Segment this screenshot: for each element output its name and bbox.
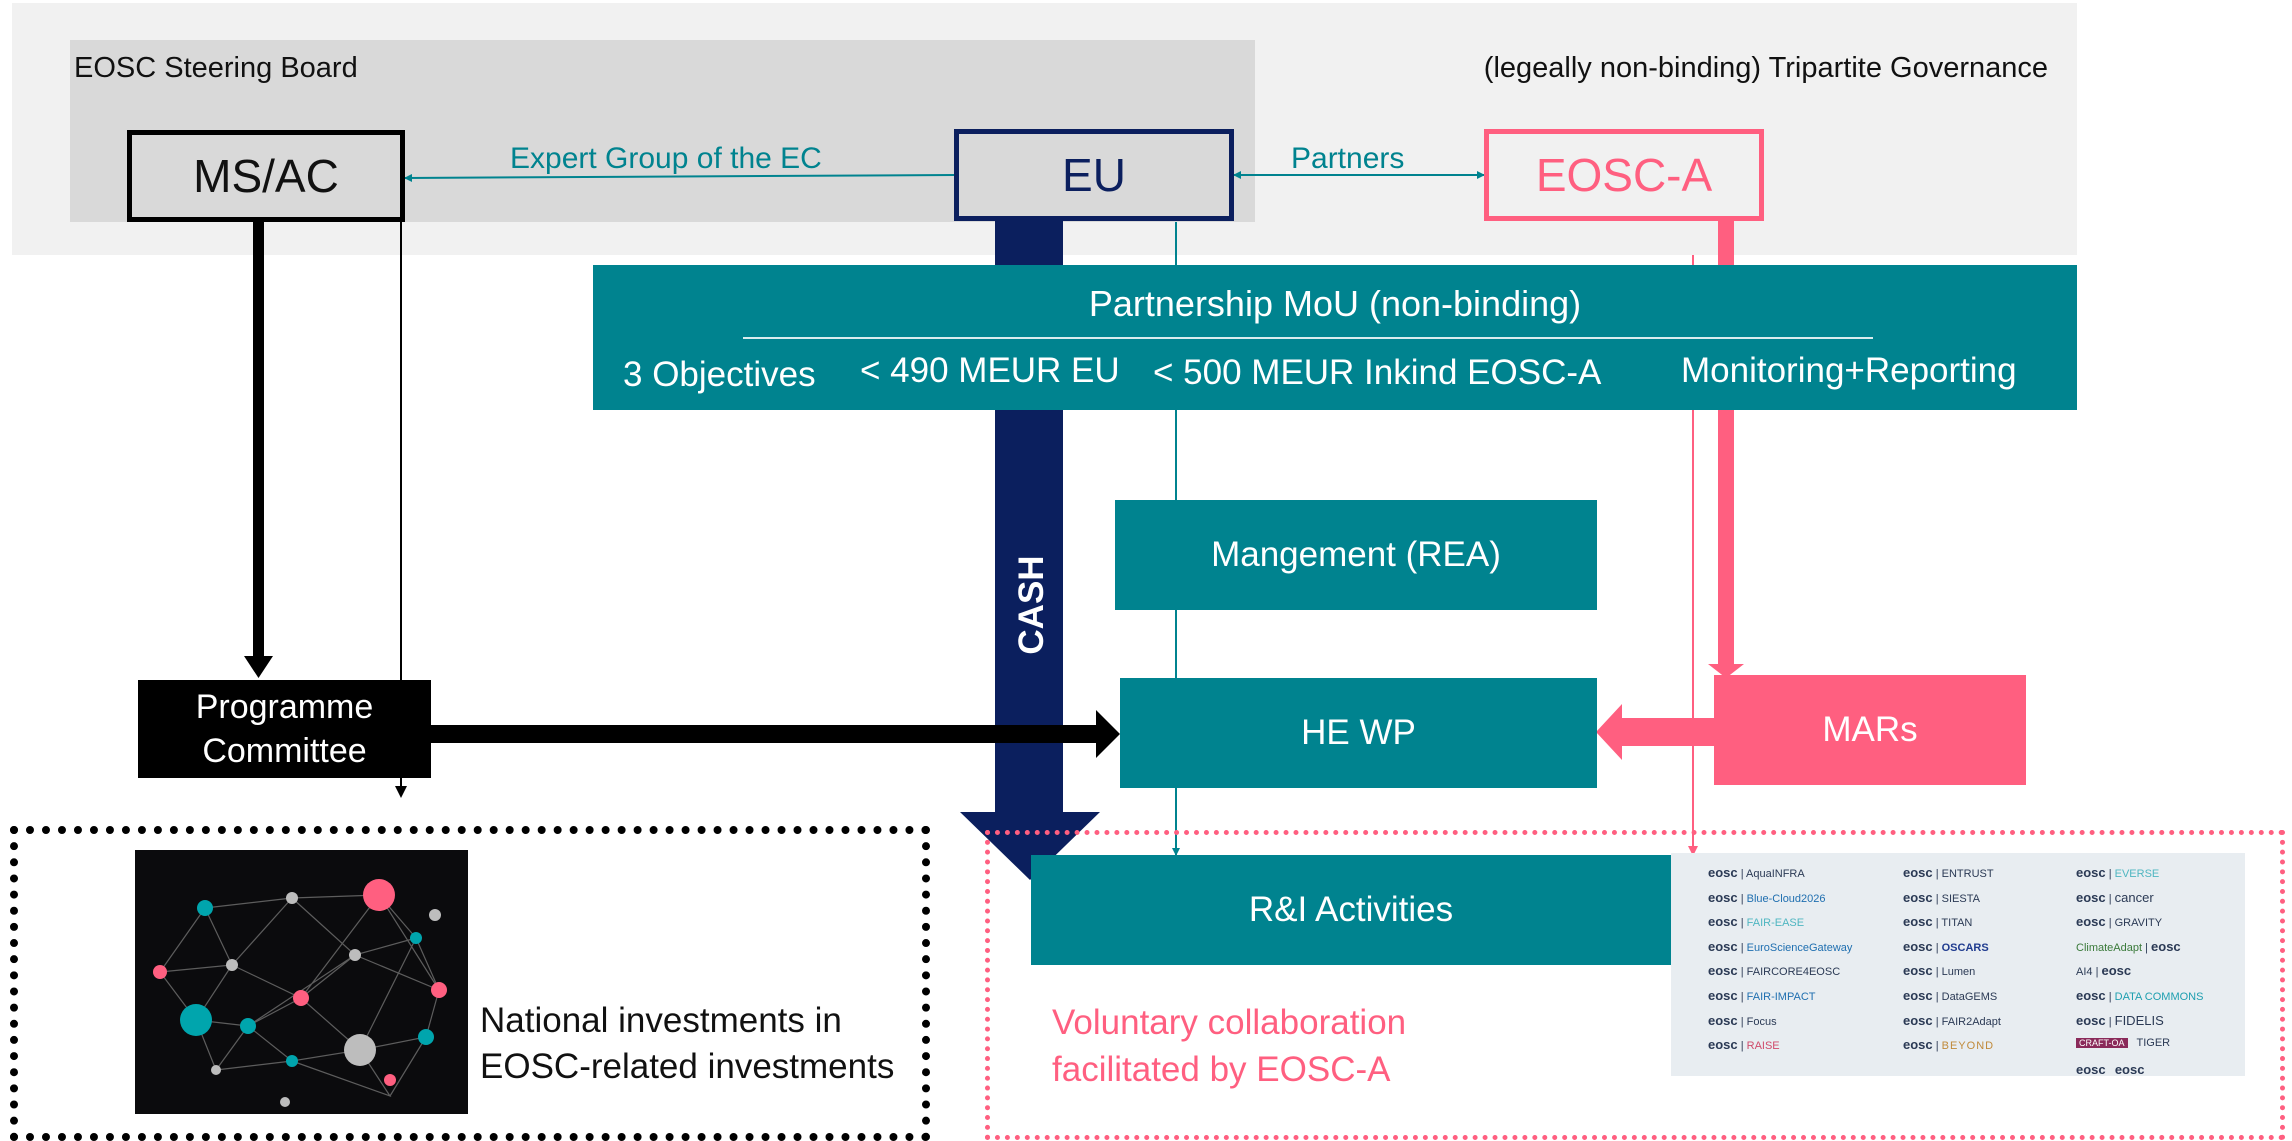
management-rea-label: Mangement (REA) <box>1211 535 1501 574</box>
partnership-eosc-inkind: < 500 MEUR Inkind EOSC-A <box>1153 353 1602 392</box>
project-logo: eosc | GRAVITY <box>2076 914 2163 930</box>
cash-label: CASH <box>1012 555 1051 655</box>
partners-label: Partners <box>1291 142 1405 175</box>
project-logos-panel: eosc | AquaINFRA eosc | Blue-Cloud2026 e… <box>1671 853 2245 1077</box>
project-logo: eosc | FIDELIS <box>2076 1012 2164 1028</box>
mars-to-hewp-arrow <box>1596 704 1622 760</box>
projects-column-1: eosc | AquaINFRA eosc | Blue-Cloud2026 e… <box>1708 865 1852 1062</box>
project-logo: eosc | Focus <box>1708 1012 1777 1028</box>
partnership-eu-budget: < 490 MEUR EU <box>860 351 1120 390</box>
management-rea-box: Mangement (REA) <box>1115 500 1597 610</box>
project-logo: eosc | cancer <box>2076 889 2154 905</box>
project-logo: eosc | RAISE <box>1708 1037 1780 1053</box>
partnership-divider <box>743 337 1873 339</box>
project-logo: eosc | TITAN <box>1903 914 1973 930</box>
project-logo: eosc | AquaINFRA <box>1708 865 1805 880</box>
project-logo: eosc | SIESTA <box>1903 889 1980 905</box>
he-wp-box: HE WP <box>1120 678 1597 788</box>
network-image <box>135 850 468 1114</box>
project-logo: eosc | Lumen <box>1903 963 1976 979</box>
eosc-a-label: EOSC-A <box>1535 149 1713 201</box>
partnership-mou-bar: Partnership MoU (non-binding) 3 Objectiv… <box>593 265 2077 410</box>
eosc-a-node: EOSC-A <box>1484 129 1764 221</box>
project-logo: eosc | FAIR2Adapt <box>1903 1012 2001 1028</box>
project-logo: eosc | BEYOND <box>1903 1037 1995 1053</box>
programme-committee-box: Programme Committee <box>138 680 431 778</box>
projects-column-3: eosc | EVERSE eosc | cancer eosc | GRAVI… <box>2076 865 2203 1082</box>
eu-node: EU <box>954 129 1234 221</box>
project-logo: CRAFT-OA TIGER <box>2076 1037 2203 1062</box>
mars-box: MARs <box>1714 675 2026 785</box>
ri-activities-label: R&I Activities <box>1248 890 1454 929</box>
project-logo: eosc | DataGEMS <box>1903 987 1998 1003</box>
project-logo: ClimateAdapt | eosc <box>2076 938 2181 954</box>
ms-ac-label: MS/AC <box>193 150 339 202</box>
programme-to-hewp-arrow <box>1096 710 1120 758</box>
national-investments-text: National investments in EOSC-related inv… <box>480 1001 895 1087</box>
project-logo: eosc | Blue-Cloud2026 <box>1708 889 1826 905</box>
tripartite-governance-label: (legeally non-binding) Tripartite Govern… <box>1483 52 2048 84</box>
expert-group-label: Expert Group of the EC <box>510 142 822 175</box>
project-logo: eosc | FAIR-EASE <box>1708 914 1805 930</box>
project-logo: eosc | FAIRCORE4EOSC <box>1708 963 1841 979</box>
project-logo: eosc | EVERSE <box>2076 865 2160 880</box>
project-logo: eosc | EuroScienceGateway <box>1708 938 1853 954</box>
project-logo: AI4 | eosc <box>2076 963 2132 979</box>
project-logo: eosc | OSCARS <box>1903 938 1989 954</box>
expert-group-arrow <box>404 173 955 182</box>
national-investments-container <box>10 826 930 1141</box>
project-logo: eosc eosc <box>2076 1061 2145 1077</box>
projects-column-2: eosc | ENTRUST eosc | SIESTA eosc | TITA… <box>1903 865 2001 1062</box>
steering-board-label: EOSC Steering Board <box>74 52 358 84</box>
partnership-monitoring: Monitoring+Reporting <box>1681 351 2017 390</box>
partnership-title: Partnership MoU (non-binding) <box>1088 283 1582 324</box>
eosc-a-to-mars-head <box>1708 664 1744 678</box>
ms-ac-to-programme-arrow <box>244 656 273 678</box>
he-wp-label: HE WP <box>1301 713 1416 752</box>
mars-label: MARs <box>1822 710 1918 749</box>
project-logo: eosc | FAIR-IMPACT <box>1708 987 1816 1003</box>
voluntary-collaboration-text: Voluntary collaboration facilitated by E… <box>1052 1003 1407 1089</box>
partnership-objectives: 3 Objectives <box>623 355 816 394</box>
eu-label: EU <box>1062 149 1126 201</box>
voluntary-collaboration-container <box>985 830 2285 1140</box>
ms-ac-node: MS/AC <box>127 130 405 222</box>
project-logo: eosc | ENTRUST <box>1903 865 1994 880</box>
programme-committee-label: Programme Committee <box>195 687 374 770</box>
ri-activities-box: R&I Activities <box>1031 855 1671 965</box>
project-logo: eosc | DATA COMMONS <box>2076 987 2204 1003</box>
network-graph-illustration <box>153 879 447 1107</box>
